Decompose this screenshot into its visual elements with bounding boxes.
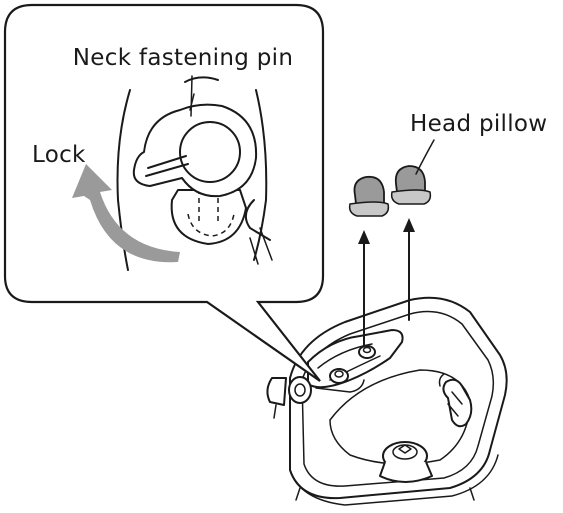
neck-pin-leader bbox=[191, 76, 192, 116]
neck-fastening-pin-label: Neck fastening pin bbox=[73, 45, 293, 71]
head-pillow-left bbox=[350, 177, 389, 216]
head-pillow-leader bbox=[416, 140, 434, 174]
lock-label: Lock bbox=[32, 142, 86, 168]
head-pillow-label: Head pillow bbox=[410, 111, 547, 137]
head-pillow-right bbox=[392, 166, 431, 204]
drain bbox=[380, 442, 432, 482]
